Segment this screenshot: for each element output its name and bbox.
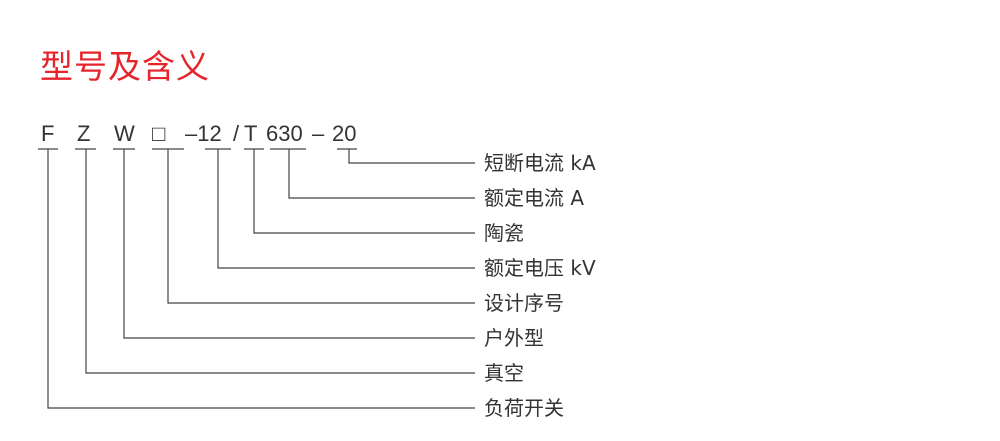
leader-line [288,149,475,199]
leader-line [217,149,475,269]
meaning-label: 设计序号 [484,291,564,315]
code-part: / [233,121,240,146]
leader-line [85,149,475,374]
meaning-label: 额定电流 A [484,186,584,210]
code-part: F [41,121,54,146]
code-part: 20 [332,121,356,146]
meaning-label: 真空 [484,361,524,385]
leader-line [123,149,475,339]
meaning-label: 陶瓷 [484,221,524,245]
code-part: –12 [185,121,222,146]
meaning-label: 额定电压 kV [484,256,596,280]
code-part: Z [77,121,90,146]
meaning-label: 户外型 [484,326,544,350]
leader-line [348,149,475,164]
page-title: 型号及含义 [40,47,210,86]
leader-line [167,149,475,304]
code-part: 630 [266,121,303,146]
code-part: W [114,121,135,146]
code-part: – [312,121,325,146]
code-part: T [244,121,257,146]
code-part: □ [152,121,165,146]
meaning-label: 短断电流 kA [484,151,596,175]
leader-line [47,149,475,409]
leader-line [253,149,475,234]
meaning-label: 负荷开关 [484,396,564,420]
